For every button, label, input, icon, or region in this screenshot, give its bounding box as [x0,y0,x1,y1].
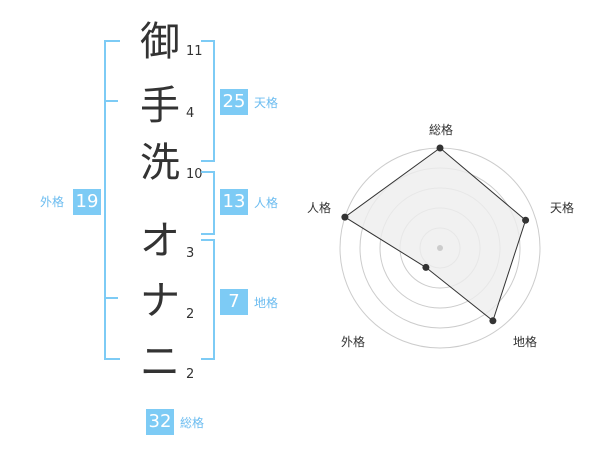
soukaku-label: 総格 [180,416,205,430]
jinkaku-label: 人格 [254,196,279,210]
radar-axis-label-3: 地格 [513,334,537,349]
radar-axis-label-4: 外格 [341,334,365,349]
stroke-count-6: 2 [186,367,195,382]
stroke-count-1: 11 [186,44,203,59]
gaikaku-bracket [104,40,120,360]
stroke-count-5: 2 [186,307,195,322]
radar-points [341,144,530,325]
chikaku-bracket [201,239,215,360]
stroke-count-2: 4 [186,106,195,121]
gaikaku-bracket-tick-bottom [106,297,118,299]
stroke-count-3: 10 [186,167,203,182]
tenkaku-value-box: 25 [220,89,248,115]
tenkaku-bracket [201,40,215,162]
radar-point [489,317,497,325]
radar-chart: 総格 天格 地格 外格 人格 [307,122,574,349]
radar-axis-label-2: 天格 [550,200,574,215]
radar-center-dot [437,245,443,251]
tenkaku-label: 天格 [254,96,279,110]
radar-axis-label-1: 総格 [429,122,453,137]
jinkaku-bracket [201,171,215,235]
radar-point [522,216,530,224]
gaikaku-label: 外格 [40,195,65,209]
jinkaku-value-box: 13 [220,189,248,215]
chikaku-label: 地格 [254,296,279,310]
radar-axis-label-5: 人格 [307,200,331,215]
radar-point [436,144,444,152]
gaikaku-bracket-tick-top [106,100,118,102]
soukaku-value-box: 32 [146,409,174,435]
chikaku-value-box: 7 [220,289,248,315]
gaikaku-value-box: 19 [73,189,101,215]
radar-polygon [344,147,527,322]
radar-point [341,213,349,221]
radar-point [422,263,430,271]
stroke-count-4: 3 [186,246,195,261]
